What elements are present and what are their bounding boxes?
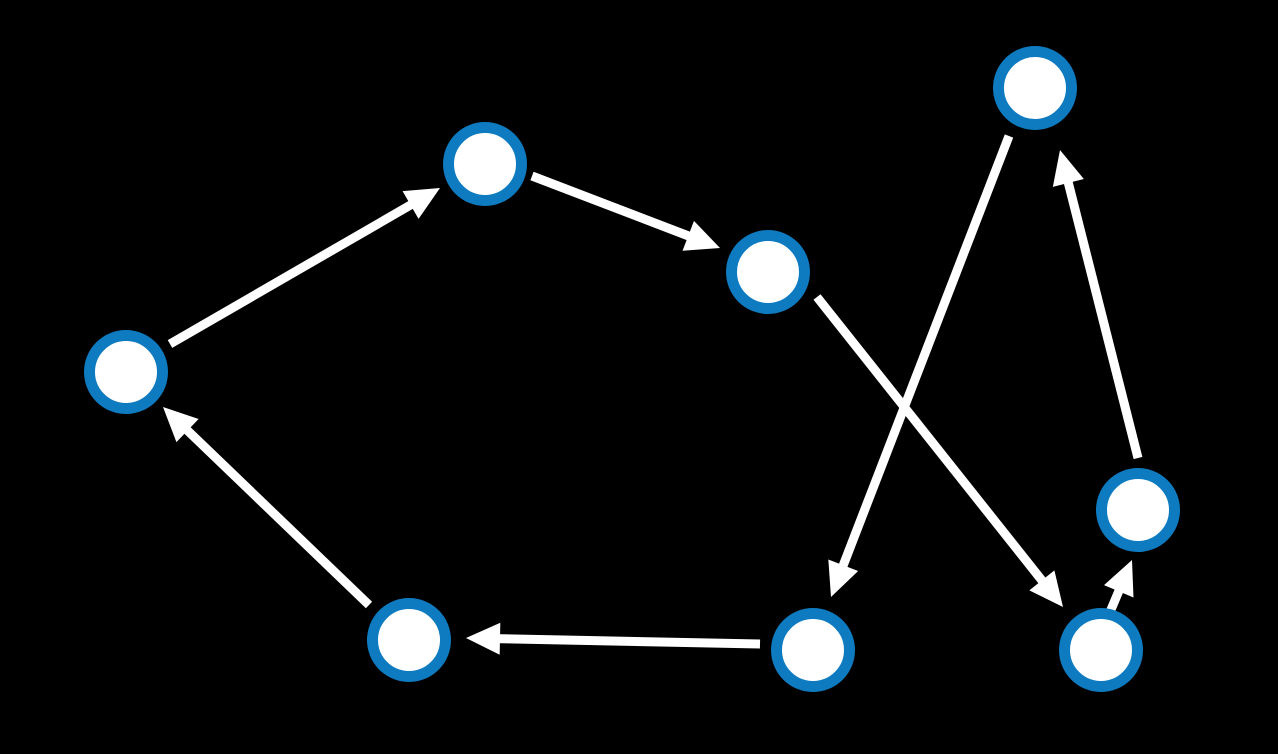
edge-mid-to-bottom-right [813,294,1050,588]
graph-node-bottom-left [367,598,451,682]
edge-top-right-to-bottom-mid [836,134,1014,573]
edge-bottom-mid-to-bottom-left [493,634,761,649]
nodes-layer [84,46,1180,692]
graph-node-left [84,330,168,414]
arrowhead-top-right-to-bottom-mid [828,559,859,597]
graph-node-bottom-right [1059,608,1143,692]
arrowhead-mid-to-bottom-right [1029,570,1063,607]
edge-bottom-left-to-left [180,423,373,609]
edge-upper-mid-to-mid [530,171,696,243]
arrowhead-left-to-upper-mid [402,188,440,219]
arrowhead-bottom-mid-to-bottom-left [466,622,501,655]
edge-left-to-upper-mid [167,198,419,348]
graph-node-bottom-mid [771,608,855,692]
arrowhead-bottom-left-to-left [163,407,199,443]
arrowhead-upper-mid-to-mid [682,220,720,251]
graph-node-right-mid [1096,468,1180,552]
graph-node-mid [726,230,810,314]
arrowhead-right-mid-to-top-right [1052,150,1084,187]
edge-right-mid-to-top-right [1062,176,1143,460]
graph-node-top-right [993,46,1077,130]
graph-node-upper-mid [443,122,527,206]
arrowhead-bottom-right-to-right-mid [1104,560,1134,598]
edges-layer [163,134,1143,655]
